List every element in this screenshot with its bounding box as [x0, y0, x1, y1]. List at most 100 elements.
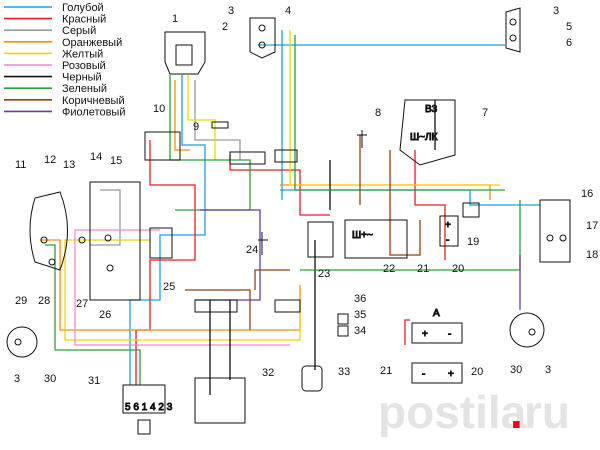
- ground-8: [357, 130, 367, 148]
- component-number: 23: [318, 268, 330, 280]
- lamp-icon: [14, 338, 22, 346]
- component-number: 30: [44, 373, 56, 385]
- switch-19: [462, 202, 480, 218]
- component-number: 12: [44, 154, 56, 166]
- watermark-dot: .: [510, 386, 523, 438]
- connector-block: [229, 151, 266, 165]
- lamp-icon: [106, 264, 114, 272]
- regulator-label: В3: [425, 104, 438, 115]
- lamp-icon: [509, 18, 517, 26]
- lamp-icon: [48, 258, 56, 266]
- fuse-34: [337, 325, 349, 337]
- component-number: 5: [566, 21, 572, 33]
- wire-yellow: [289, 30, 500, 186]
- lamp-icon: [40, 236, 48, 244]
- component-number: 28: [38, 295, 50, 307]
- lamp-icon: [78, 236, 86, 244]
- wire-green: [294, 35, 505, 191]
- wire-brown: [185, 269, 290, 330]
- component-number: 10: [153, 103, 165, 115]
- relay-regulator: [399, 99, 456, 166]
- component-number: 1: [172, 13, 178, 25]
- generator: [344, 219, 408, 259]
- component-number: 26: [99, 309, 111, 321]
- lamp-icon: [258, 41, 266, 49]
- fuse-35: [337, 313, 349, 325]
- component-number: 3: [14, 373, 20, 385]
- lamp-icon: [559, 234, 567, 242]
- component-number: 3: [228, 5, 234, 17]
- legend-label: Розовый: [62, 60, 106, 72]
- handlebar-switch: [164, 31, 206, 75]
- component-number: 22: [383, 263, 395, 275]
- component-number: 16: [581, 188, 593, 200]
- watermark-tld: ru: [524, 386, 570, 438]
- turn-signal-left-front: [249, 17, 276, 59]
- regulator-terminals: Ш~ЛК: [410, 132, 438, 143]
- legend-label: Оранжевый: [62, 37, 122, 49]
- component-number: 3: [545, 364, 551, 376]
- block-32: [194, 377, 246, 424]
- block-10: [144, 131, 181, 161]
- legend-label: Черный: [62, 72, 102, 84]
- lamp-icon: [528, 328, 536, 336]
- legend-label: Голубой: [62, 2, 104, 14]
- wire-black: [209, 300, 231, 395]
- battery-plus-2: +: [448, 369, 454, 380]
- legend-label: Красный: [62, 14, 106, 26]
- wire-blue: [258, 30, 505, 200]
- ignition-switch: [122, 384, 166, 414]
- component-number: 36: [354, 293, 366, 305]
- wire-brown: [359, 135, 421, 256]
- lamp-icon: [546, 234, 554, 242]
- component-number: 32: [262, 367, 274, 379]
- watermark: postila . ru: [378, 386, 570, 438]
- wire-red: [229, 155, 330, 216]
- battery-small-minus: -: [446, 235, 449, 246]
- component-number: 20: [471, 366, 483, 378]
- wire-yellow: [64, 75, 301, 341]
- turn-signal-right-rear: [509, 312, 545, 348]
- component-number: 20: [452, 263, 464, 275]
- component-number: 27: [76, 298, 88, 310]
- connector-block: [194, 299, 238, 313]
- component-number: 6: [566, 37, 572, 49]
- component-number: 3: [553, 5, 559, 17]
- battery-minus: -: [448, 329, 451, 340]
- tail-light: [539, 199, 571, 263]
- component-number: 19: [467, 236, 479, 248]
- battery-small-plus: +: [445, 220, 451, 231]
- legend-label: Серый: [62, 25, 96, 37]
- component-number: 21: [417, 263, 429, 275]
- turn-signal-right-front: [505, 7, 521, 53]
- wire-black: [314, 100, 436, 370]
- component-number: 34: [354, 325, 366, 337]
- legend-label: Зеленый: [62, 83, 107, 95]
- lamp-icon: [509, 34, 517, 42]
- connector-25: [149, 227, 173, 259]
- handlebar-switch-key: [175, 44, 193, 66]
- block-23: [307, 221, 334, 258]
- component-number: 24: [246, 244, 258, 256]
- legend-label: Коричневый: [62, 95, 125, 107]
- watermark-word: postila: [378, 386, 527, 438]
- component-number: 31: [88, 375, 100, 387]
- component-number: 17: [586, 220, 598, 232]
- component-number: 25: [163, 281, 175, 293]
- headlight-housing: [89, 181, 141, 301]
- wire-grey: [90, 189, 121, 246]
- component-number: 4: [285, 5, 291, 17]
- component-number: 13: [63, 159, 75, 171]
- ignition-key: [137, 419, 151, 435]
- sensor-24: [258, 232, 268, 255]
- components: В3 Ш~ЛК + - Ш+~: [6, 7, 571, 435]
- headlight: [29, 191, 68, 271]
- ignition-terminals: 5 6 1 4 2 3: [125, 402, 173, 413]
- wire-pink: [74, 229, 290, 346]
- component-number: 7: [482, 107, 488, 119]
- battery-plus: +: [422, 329, 428, 340]
- wire-red: [404, 150, 446, 345]
